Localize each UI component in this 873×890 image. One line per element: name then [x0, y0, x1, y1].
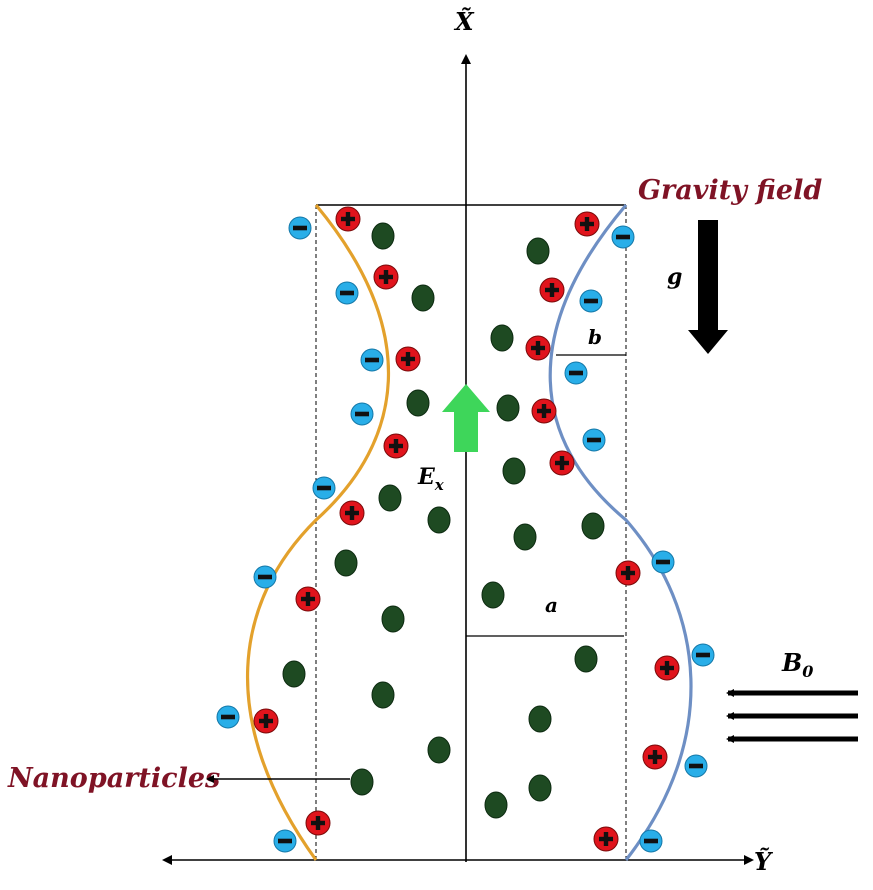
electric-field-label: Ex	[417, 464, 445, 494]
nanoparticle	[526, 237, 550, 265]
magnetic-field-label: B0	[781, 648, 813, 681]
gravity-down-arrow	[688, 220, 728, 354]
nanoparticle	[350, 768, 374, 796]
positive-charge	[383, 433, 409, 459]
magnetic-field-arrows	[726, 689, 858, 743]
nanoparticle	[490, 324, 514, 352]
gravity-g-label: g	[667, 264, 682, 290]
negative-charge	[288, 216, 312, 240]
flow-direction-arrow	[442, 384, 490, 452]
dimension-b-label: b	[588, 325, 602, 349]
x-axis-label: X̃	[453, 7, 475, 36]
positive-charge	[615, 560, 641, 586]
positive-charge	[339, 500, 365, 526]
negative-charge	[651, 550, 675, 574]
y-axis-label: Ỹ	[754, 847, 774, 876]
nanoparticle	[513, 523, 537, 551]
nanoparticle	[371, 222, 395, 250]
positive-charge	[525, 335, 551, 361]
negative-charge	[216, 705, 240, 729]
nanoparticle	[381, 605, 405, 633]
positive-charge	[549, 450, 575, 476]
negative-charge	[611, 225, 635, 249]
positive-charge	[531, 398, 557, 424]
nanoparticle	[528, 774, 552, 802]
negative-charge	[350, 402, 374, 426]
dimension-a-label: a	[545, 593, 558, 617]
positive-charge	[574, 211, 600, 237]
electric-field-subscript: x	[434, 476, 445, 494]
negative-charge	[691, 643, 715, 667]
nanoparticle	[411, 284, 435, 312]
positive-charge	[593, 826, 619, 852]
gravity-field-label: Gravity field	[638, 175, 822, 206]
nanoparticle	[581, 512, 605, 540]
positive-charge	[642, 744, 668, 770]
negative-charge	[579, 289, 603, 313]
positive-charge	[335, 206, 361, 232]
negative-charge	[312, 476, 336, 500]
nanoparticle	[481, 581, 505, 609]
positive-charge	[305, 810, 331, 836]
positive-charge	[654, 655, 680, 681]
nanoparticles-label: Nanoparticles	[7, 763, 220, 794]
right-wall-curve	[548, 203, 693, 861]
positive-charge	[395, 346, 421, 372]
nanoparticle	[282, 660, 306, 688]
negative-charge	[360, 348, 384, 372]
negative-charge	[684, 754, 708, 778]
nanoparticle	[502, 457, 526, 485]
nanoparticle	[334, 549, 358, 577]
positive-charge	[539, 277, 565, 303]
negative-charge	[639, 829, 663, 853]
negative-charge	[273, 829, 297, 853]
nanoparticle	[496, 394, 520, 422]
nanoparticle	[574, 645, 598, 673]
magnetic-field-symbol: B	[781, 648, 802, 677]
negative-charge	[564, 361, 588, 385]
nanoparticle	[528, 705, 552, 733]
nanoparticle	[371, 681, 395, 709]
negative-charge	[335, 281, 359, 305]
nanoparticle	[406, 389, 430, 417]
negative-charge	[253, 565, 277, 589]
nanoparticle	[378, 484, 402, 512]
left-wall-curve	[245, 203, 390, 861]
nanoparticle	[427, 736, 451, 764]
nanoparticle	[427, 506, 451, 534]
nanoparticle	[484, 791, 508, 819]
positive-charge	[295, 586, 321, 612]
positive-charge	[373, 264, 399, 290]
magnetic-field-subscript: 0	[802, 662, 813, 681]
positive-charge	[253, 708, 279, 734]
electric-field-symbol: E	[417, 464, 436, 490]
negative-charge	[582, 428, 606, 452]
particles-group	[216, 206, 715, 853]
